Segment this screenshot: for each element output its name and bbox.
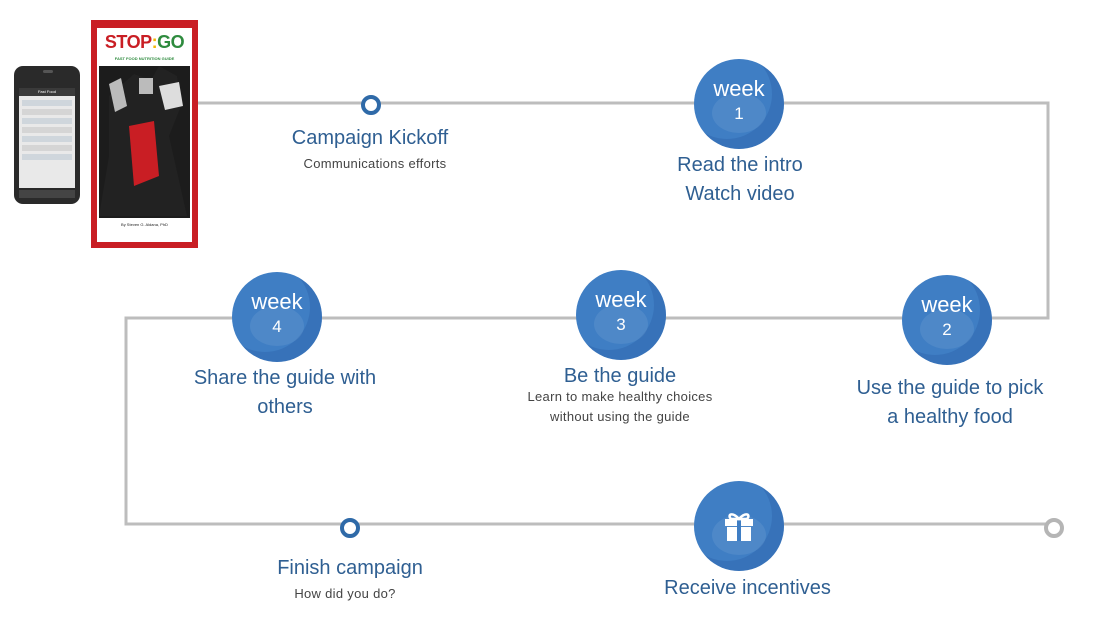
week-3-number: 3 [616, 315, 626, 334]
phone-app-image: Fast Food [14, 66, 80, 204]
week-3-node: week 3 [576, 270, 666, 360]
week-1-number: 1 [734, 104, 744, 123]
week-2-node: week 2 [902, 275, 992, 365]
finish-subtitle: How did you do? [294, 586, 396, 601]
kickoff-title: Campaign Kickoff [291, 127, 449, 149]
week-3-label: week [595, 287, 647, 312]
week-2-number: 2 [942, 320, 952, 339]
book-illustration [99, 66, 190, 218]
week-4-title-line1: Share the guide with [193, 367, 377, 389]
week-1-title-line1: Read the intro [677, 154, 803, 176]
incentives-title: Receive incentives [664, 577, 831, 599]
book-subtitle: FAST FOOD NUTRITION GUIDE [114, 56, 175, 61]
traffic-light-icon: : [151, 32, 158, 52]
week-4-node: week 4 [232, 272, 322, 362]
week-1-title-line2: Watch video [685, 183, 795, 205]
gift-icon [725, 513, 753, 541]
phone-app-header: Fast Food [19, 88, 75, 96]
kickoff-subtitle: Communications efforts [303, 156, 447, 171]
book-title-stop: STOP [104, 32, 152, 52]
week-4-title-line2: others [257, 396, 313, 418]
book-title-go: GO [157, 32, 185, 52]
week-2-title-line2: a healthy food [887, 406, 1013, 428]
book-author: By Steven G. Aldana, PhD [121, 222, 168, 227]
end-marker [1044, 518, 1064, 538]
week-3-title: Be the guide [563, 365, 677, 387]
week-1-label: week [713, 76, 765, 101]
week-2-title-line1: Use the guide to pick [856, 377, 1044, 399]
finish-marker [340, 518, 360, 538]
week-3-subtitle-line2: without using the guide [550, 409, 690, 424]
week-3-subtitle-line1: Learn to make healthy choices [527, 389, 713, 404]
week-1-node: week 1 [694, 59, 784, 149]
kickoff-marker [361, 95, 381, 115]
week-2-label: week [921, 292, 973, 317]
week-4-label: week [251, 289, 303, 314]
incentives-node [694, 481, 784, 571]
week-4-number: 4 [272, 317, 282, 336]
finish-title: Finish campaign [277, 557, 423, 579]
book-cover-image: STOP:GO FAST FOOD NUTRITION GUIDE By Ste… [91, 20, 198, 248]
